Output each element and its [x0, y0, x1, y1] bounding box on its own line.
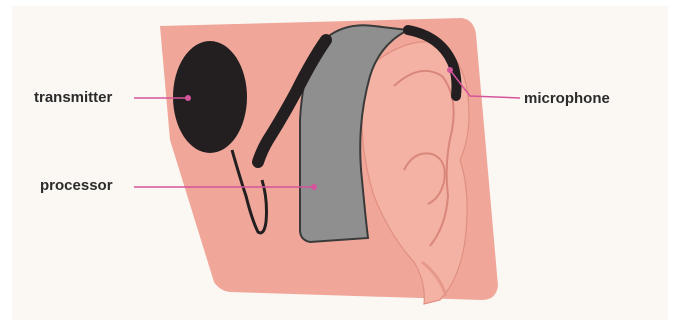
- microphone-label: microphone: [524, 90, 610, 108]
- processor-label: processor: [40, 177, 113, 195]
- transmitter-label: transmitter: [34, 89, 112, 107]
- transmitter-coil: [173, 41, 247, 153]
